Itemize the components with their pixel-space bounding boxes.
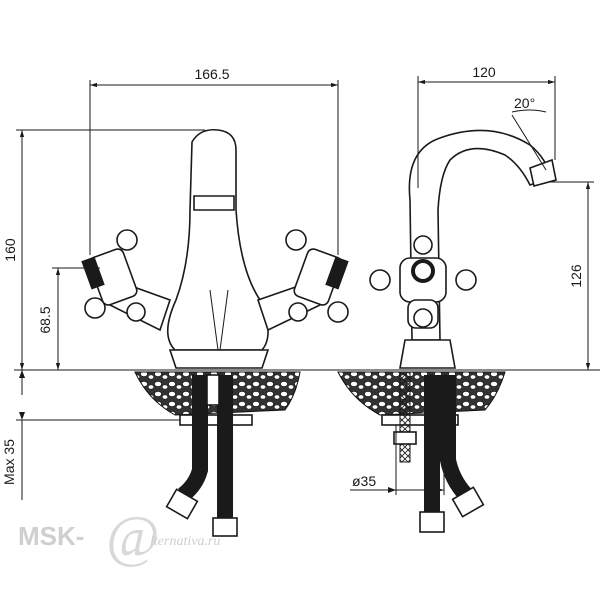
dim-max-label: Max 35 xyxy=(1,439,17,485)
front-spout-tip xyxy=(193,195,235,211)
front-left-cross-handle xyxy=(81,229,146,322)
side-stone-base xyxy=(337,371,506,416)
side-faucet-base xyxy=(399,339,456,369)
dim-hole-label: ø35 xyxy=(352,473,376,489)
side-hose-left-nut xyxy=(419,511,445,533)
front-mount-stud xyxy=(206,374,220,406)
front-hose-left-nut xyxy=(165,488,199,520)
watermark: MSK- @ lternativa.ru xyxy=(18,504,220,569)
front-body-contour xyxy=(209,289,229,351)
dim-front-width-label: 166.5 xyxy=(194,66,229,82)
front-faucet-base xyxy=(168,349,270,369)
front-hose-right-nut xyxy=(212,517,238,537)
side-spout-tip xyxy=(529,158,557,187)
front-right-cross-handle xyxy=(285,229,349,323)
front-hose-left xyxy=(178,375,207,501)
watermark-at-sign: @ xyxy=(106,504,159,569)
dim-handle-height-label: 68.5 xyxy=(37,306,53,333)
front-view: 166.5 160 68.5 Max 35 xyxy=(1,66,600,537)
dim-max-arrowhead-top xyxy=(19,370,25,378)
side-mount-plate xyxy=(381,414,459,426)
dim-angle-label: 20° xyxy=(514,95,535,111)
side-cross-handle xyxy=(369,235,477,329)
side-rod-nut xyxy=(393,431,417,445)
dim-front-height-label: 160 xyxy=(2,238,18,262)
dim-max-arrowhead xyxy=(19,412,25,420)
dim-angle-arc xyxy=(511,109,547,113)
side-hose-right xyxy=(441,375,471,500)
watermark-brand: MSK- xyxy=(18,521,84,551)
dim-hole-arrowhead xyxy=(388,487,396,493)
dim-side-reach-label: 120 xyxy=(472,64,496,80)
dim-spout-height-label: 126 xyxy=(568,264,584,288)
side-hose-right-nut xyxy=(451,486,485,518)
dim-angle-ray xyxy=(511,114,547,171)
side-view: 120 20° 126 ø35 xyxy=(337,64,594,533)
watermark-site: lternativa.ru xyxy=(150,534,220,549)
front-faucet-body xyxy=(166,128,269,351)
side-threaded-rod xyxy=(399,371,411,463)
front-mount-plate xyxy=(179,414,253,426)
